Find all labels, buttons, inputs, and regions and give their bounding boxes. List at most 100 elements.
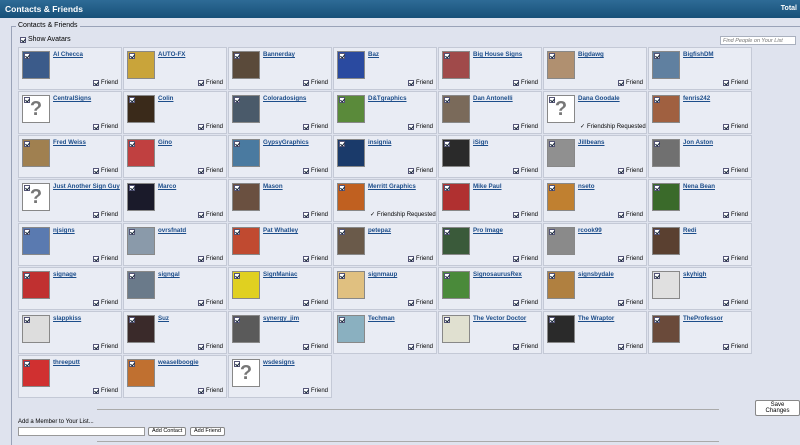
friend-checkbox[interactable] bbox=[617, 212, 624, 218]
select-contact-checkbox[interactable] bbox=[129, 317, 135, 323]
contact-name-link[interactable]: nseto bbox=[578, 183, 595, 190]
friend-toggle[interactable]: Friend bbox=[512, 168, 538, 174]
friend-toggle[interactable]: Friend bbox=[722, 256, 748, 262]
friend-toggle[interactable]: Friend bbox=[92, 80, 118, 86]
contact-name-link[interactable]: synergy_jim bbox=[263, 315, 300, 322]
friend-checkbox[interactable] bbox=[302, 344, 309, 350]
contact-name-link[interactable]: slappkiss bbox=[53, 315, 82, 322]
select-contact-checkbox[interactable] bbox=[24, 97, 30, 103]
contact-name-link[interactable]: Baz bbox=[368, 51, 380, 58]
friend-checkbox[interactable] bbox=[407, 256, 414, 262]
friend-checkbox[interactable] bbox=[512, 300, 519, 306]
avatar[interactable] bbox=[547, 51, 575, 79]
friend-checkbox[interactable] bbox=[722, 80, 729, 86]
friend-checkbox[interactable] bbox=[197, 124, 204, 130]
contact-name-link[interactable]: Big House Signs bbox=[473, 51, 523, 58]
friend-toggle[interactable]: Friend bbox=[407, 80, 433, 86]
avatar[interactable] bbox=[442, 227, 470, 255]
contact-name-link[interactable]: BigfishDM bbox=[683, 51, 714, 58]
select-contact-checkbox[interactable] bbox=[234, 361, 240, 367]
avatar[interactable] bbox=[337, 183, 365, 211]
contact-name-link[interactable]: skyhigh bbox=[683, 271, 707, 278]
contact-name-link[interactable]: Nena Bean bbox=[683, 183, 715, 190]
contact-name-link[interactable]: SignManiac bbox=[263, 271, 298, 278]
avatar[interactable] bbox=[442, 51, 470, 79]
show-avatars-toggle[interactable]: Show Avatars bbox=[20, 36, 71, 43]
avatar[interactable] bbox=[547, 271, 575, 299]
friend-checkbox[interactable] bbox=[512, 80, 519, 86]
select-contact-checkbox[interactable] bbox=[339, 53, 345, 59]
friend-toggle[interactable]: Friend bbox=[512, 344, 538, 350]
avatar[interactable]: ? bbox=[22, 183, 50, 211]
contact-name-link[interactable]: signgal bbox=[158, 271, 180, 278]
avatar[interactable] bbox=[127, 315, 155, 343]
friend-toggle[interactable]: Friend bbox=[197, 168, 223, 174]
avatar[interactable] bbox=[442, 271, 470, 299]
avatar[interactable]: ? bbox=[232, 359, 260, 387]
avatar[interactable] bbox=[127, 95, 155, 123]
friend-toggle[interactable]: Friend bbox=[722, 344, 748, 350]
select-contact-checkbox[interactable] bbox=[24, 229, 30, 235]
friend-toggle[interactable]: Friend bbox=[512, 80, 538, 86]
select-contact-checkbox[interactable] bbox=[444, 53, 450, 59]
avatar[interactable] bbox=[652, 227, 680, 255]
avatar[interactable] bbox=[22, 227, 50, 255]
friend-toggle[interactable]: Friend bbox=[512, 212, 538, 218]
avatar[interactable] bbox=[337, 227, 365, 255]
contact-name-link[interactable]: Just Another Sign Guy bbox=[53, 183, 120, 190]
select-contact-checkbox[interactable] bbox=[549, 97, 555, 103]
friend-checkbox[interactable] bbox=[617, 300, 624, 306]
friend-checkbox[interactable] bbox=[92, 212, 99, 218]
friend-checkbox[interactable] bbox=[92, 80, 99, 86]
contact-name-link[interactable]: Gino bbox=[158, 139, 173, 146]
friend-checkbox[interactable] bbox=[407, 124, 414, 130]
avatar[interactable] bbox=[232, 271, 260, 299]
avatar[interactable] bbox=[22, 51, 50, 79]
friend-checkbox[interactable] bbox=[722, 344, 729, 350]
avatar[interactable] bbox=[547, 139, 575, 167]
select-contact-checkbox[interactable] bbox=[444, 141, 450, 147]
save-changes-button[interactable]: Save Changes bbox=[755, 400, 800, 416]
friend-toggle[interactable]: Friend bbox=[722, 124, 748, 130]
contact-name-link[interactable]: Bannerday bbox=[263, 51, 295, 58]
friend-checkbox[interactable] bbox=[512, 344, 519, 350]
contact-name-link[interactable]: Marco bbox=[158, 183, 177, 190]
avatar[interactable] bbox=[652, 271, 680, 299]
friend-toggle[interactable]: Friend bbox=[197, 212, 223, 218]
avatar[interactable] bbox=[232, 183, 260, 211]
contact-name-link[interactable]: weaselboogie bbox=[158, 359, 199, 366]
friend-checkbox[interactable] bbox=[617, 168, 624, 174]
friend-checkbox[interactable] bbox=[722, 124, 729, 130]
avatar[interactable] bbox=[127, 271, 155, 299]
select-contact-checkbox[interactable] bbox=[549, 141, 555, 147]
contact-name-link[interactable]: rcook99 bbox=[578, 227, 602, 234]
avatar[interactable] bbox=[652, 183, 680, 211]
select-contact-checkbox[interactable] bbox=[129, 229, 135, 235]
select-contact-checkbox[interactable] bbox=[24, 361, 30, 367]
select-contact-checkbox[interactable] bbox=[549, 229, 555, 235]
avatar[interactable] bbox=[22, 139, 50, 167]
friend-toggle[interactable]: Friend bbox=[407, 256, 433, 262]
avatar[interactable] bbox=[127, 139, 155, 167]
friend-toggle[interactable]: Friend bbox=[197, 256, 223, 262]
friend-toggle[interactable]: Friend bbox=[722, 212, 748, 218]
contact-name-link[interactable]: Mike Paul bbox=[473, 183, 502, 190]
select-contact-checkbox[interactable] bbox=[654, 53, 660, 59]
contact-name-link[interactable]: Mason bbox=[263, 183, 283, 190]
contact-name-link[interactable]: Merritt Graphics bbox=[368, 183, 416, 190]
friend-toggle[interactable]: Friend bbox=[302, 80, 328, 86]
friend-toggle[interactable]: Friend bbox=[197, 80, 223, 86]
friend-checkbox[interactable] bbox=[407, 168, 414, 174]
friend-checkbox[interactable]: ✓ bbox=[580, 124, 586, 130]
friend-checkbox[interactable] bbox=[302, 80, 309, 86]
select-contact-checkbox[interactable] bbox=[24, 273, 30, 279]
friend-toggle[interactable]: Friend bbox=[197, 124, 223, 130]
friend-checkbox[interactable] bbox=[92, 256, 99, 262]
avatar[interactable] bbox=[232, 51, 260, 79]
select-contact-checkbox[interactable] bbox=[654, 317, 660, 323]
friend-checkbox[interactable] bbox=[302, 300, 309, 306]
friend-checkbox[interactable] bbox=[512, 212, 519, 218]
show-avatars-checkbox[interactable] bbox=[20, 36, 26, 43]
contact-name-link[interactable]: The Wraptor bbox=[578, 315, 615, 322]
friend-checkbox[interactable] bbox=[92, 124, 99, 130]
